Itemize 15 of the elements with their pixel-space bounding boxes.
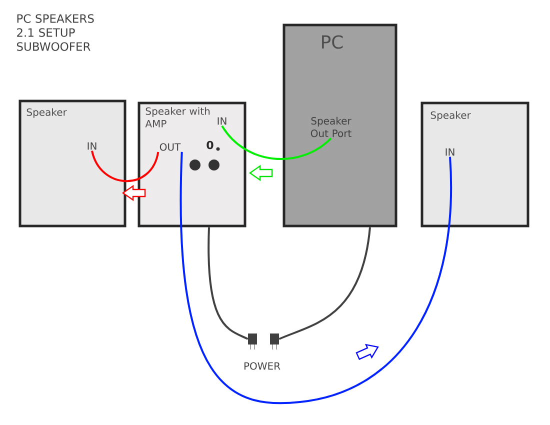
cable xyxy=(180,152,452,404)
jack-label: IN xyxy=(218,117,226,125)
power-label: POWER xyxy=(244,362,280,370)
cable xyxy=(91,150,160,182)
title: PC SPEAKERS 2.1 SETUP SUBWOOFER xyxy=(16,14,94,51)
knob-label: 0 xyxy=(206,140,220,151)
power-plug xyxy=(248,334,257,350)
port-label: Speaker Out Port xyxy=(310,116,352,138)
jack-label: IN xyxy=(446,148,454,156)
jack-label: IN xyxy=(88,142,96,150)
power-plug xyxy=(270,334,279,350)
cable xyxy=(221,125,332,160)
jack-label: OUT xyxy=(160,143,181,151)
cable xyxy=(208,227,248,340)
cable xyxy=(278,227,371,340)
